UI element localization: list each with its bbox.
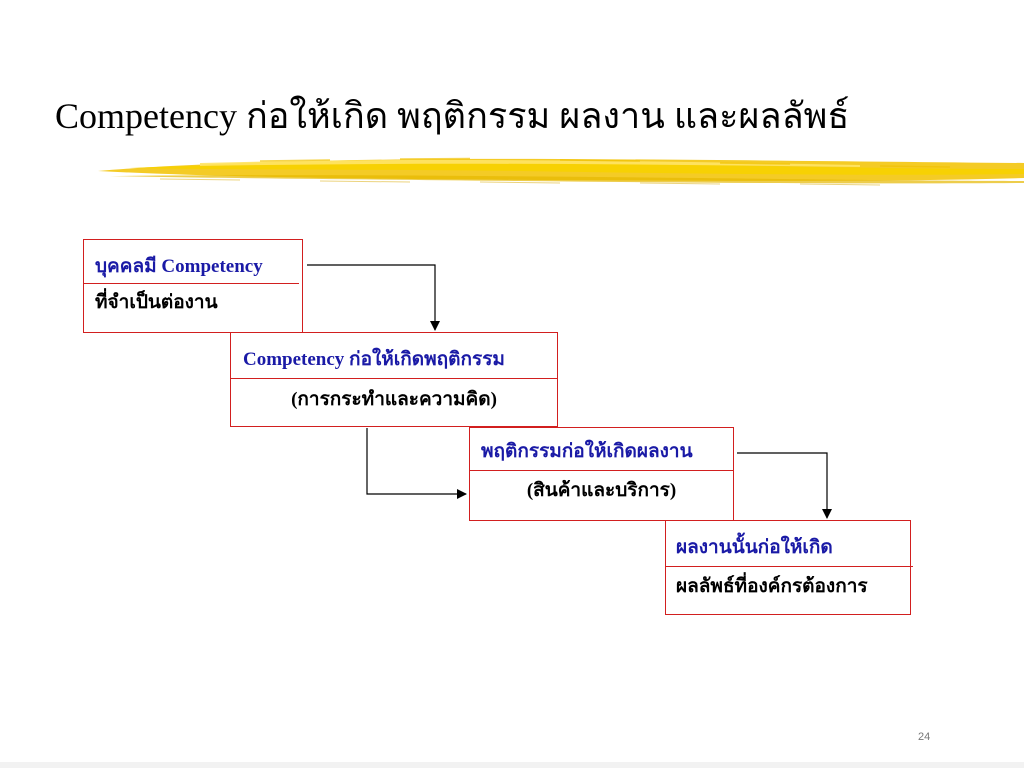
bottom-divider bbox=[0, 762, 1024, 768]
step-1-heading: บุคคลมี Competency bbox=[84, 240, 299, 284]
step-box-2: Competency ก่อให้เกิดพฤติกรรม (การกระทำแ… bbox=[230, 332, 558, 427]
step-box-1: บุคคลมี Competency ที่จำเป็นต่องาน bbox=[83, 239, 303, 333]
step-3-heading: พฤติกรรมก่อให้เกิดผลงาน bbox=[470, 428, 733, 471]
title-underline-brush bbox=[98, 157, 1024, 186]
step-box-3: พฤติกรรมก่อให้เกิดผลงาน (สินค้าและบริการ… bbox=[469, 427, 734, 521]
slide-title: Competency ก่อให้เกิด พฤติกรรม ผลงาน และ… bbox=[55, 96, 850, 136]
step-1-subtext: ที่จำเป็นต่องาน bbox=[95, 292, 218, 313]
connector-arrow-1 bbox=[307, 264, 440, 331]
step-box-4: ผลงานนั้นก่อให้เกิด ผลลัพธ์ที่องค์กรต้อง… bbox=[665, 520, 913, 615]
step-2-heading: Competency ก่อให้เกิดพฤติกรรม bbox=[231, 333, 557, 379]
step-4-heading: ผลงานนั้นก่อให้เกิด bbox=[666, 521, 913, 567]
step-2-subtext: (การกระทำและความคิด) bbox=[291, 389, 497, 410]
step-3-subtext: (สินค้าและบริการ) bbox=[526, 480, 677, 501]
page-number: 24 bbox=[918, 731, 931, 743]
connector-arrow-3 bbox=[737, 452, 832, 519]
connector-arrow-2 bbox=[366, 428, 467, 499]
step-4-subtext: ผลลัพธ์ที่องค์กรต้องการ bbox=[676, 576, 868, 597]
